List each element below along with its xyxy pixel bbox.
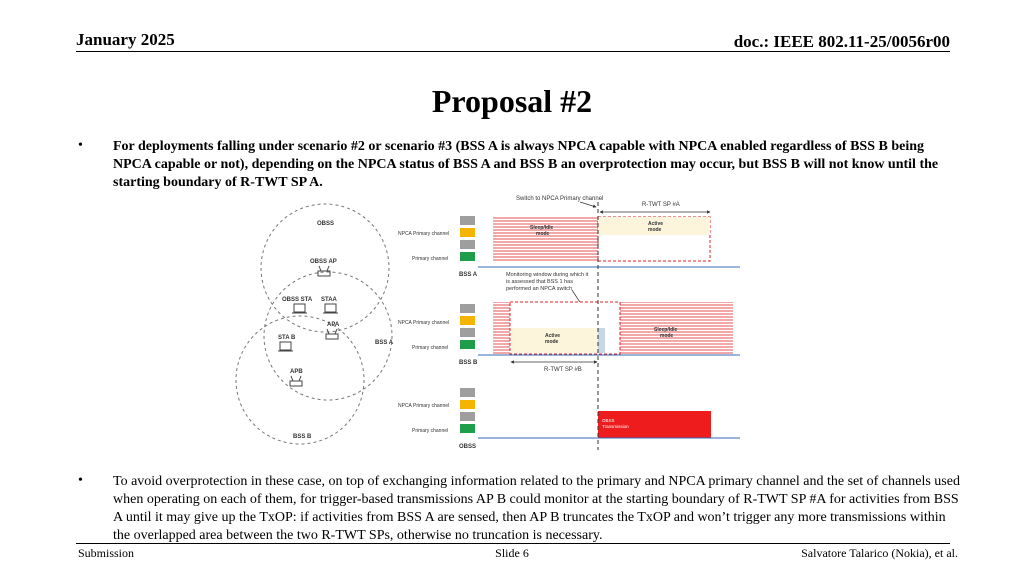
rtwt-sp-b-label: R-TWT SP #B [544, 367, 582, 373]
footer-divider [76, 543, 950, 544]
rtwt-sp-a-label: R-TWT SP #A [642, 202, 680, 208]
ap-b-label: APB [290, 369, 303, 375]
bss-b-npca-label: NPCA Primary channel [398, 320, 449, 326]
obss-ap-label: OBSS AP [310, 259, 337, 265]
router-icon [289, 375, 303, 387]
bss-b-topology-label: BSS B [293, 434, 312, 440]
bss-a-sleep-hatch [493, 217, 598, 261]
header-date: January 2025 [76, 30, 175, 49]
bss-b-active-fill [511, 328, 598, 353]
footer-author: Salvatore Talarico (Nokia), et al. [801, 546, 958, 560]
footer-submission: Submission [78, 546, 135, 560]
bss-a-coverage-circle [263, 271, 393, 401]
header-divider [76, 51, 950, 52]
laptop-icon [278, 341, 293, 352]
bss-b-primary-label: Primary channel [412, 345, 448, 351]
sta-b-label: STA B [278, 335, 296, 341]
bss-b-timeline-label: BSS B [459, 360, 478, 366]
monitoring-window-block [598, 328, 605, 353]
obss-primary-label: Primary channel [412, 428, 448, 434]
obss-topology-label: OBSS [317, 221, 334, 227]
channel-stack-icon [460, 304, 475, 349]
bss-a-active-fill [598, 217, 710, 235]
bss-a-primary-label: Primary channel [412, 256, 448, 262]
bss-a-topology-label: BSS A [375, 340, 394, 346]
router-icon [325, 328, 339, 340]
slide-title: Proposal #2 [431, 83, 593, 119]
footer-slide-number: Slide 6 [495, 546, 529, 560]
bss-a-npca-label: NPCA Primary channel [398, 231, 449, 237]
obss-timeline-label: OBSS [459, 444, 476, 450]
bss-a-timeline-label: BSS A [459, 272, 478, 278]
laptop-icon [323, 303, 338, 314]
npca-figure: OBSS OBSS AP OBSS STA STAA APA BSS A STA… [235, 196, 740, 450]
bullet-marker: • [78, 138, 83, 153]
obss-npca-label: NPCA Primary channel [398, 403, 449, 409]
bullet-text-2: To avoid overprotection in these case, o… [113, 474, 960, 543]
switch-npca-label: Switch to NPCA Primary channel [516, 196, 603, 202]
sta-a-label: STAA [321, 297, 338, 303]
header-doc-id: doc.: IEEE 802.11-25/0056r00 [733, 32, 950, 51]
channel-stack-icon [460, 388, 475, 433]
bss-b-coverage-circle [235, 315, 365, 445]
laptop-icon [292, 303, 307, 314]
channel-stack-icon [460, 216, 475, 261]
router-icon [317, 265, 331, 277]
monitoring-window-label: Monitoring window during which it is ass… [506, 272, 590, 292]
bullet-text-1: For deployments falling under scenario #… [113, 139, 939, 190]
ap-a-label: APA [327, 322, 340, 328]
obss-transmission-block [598, 411, 711, 438]
obss-sta-label: OBSS STA [282, 297, 313, 303]
switch-arrow [579, 201, 597, 208]
bullet-marker: • [78, 473, 83, 488]
obss-coverage-circle [260, 203, 390, 333]
